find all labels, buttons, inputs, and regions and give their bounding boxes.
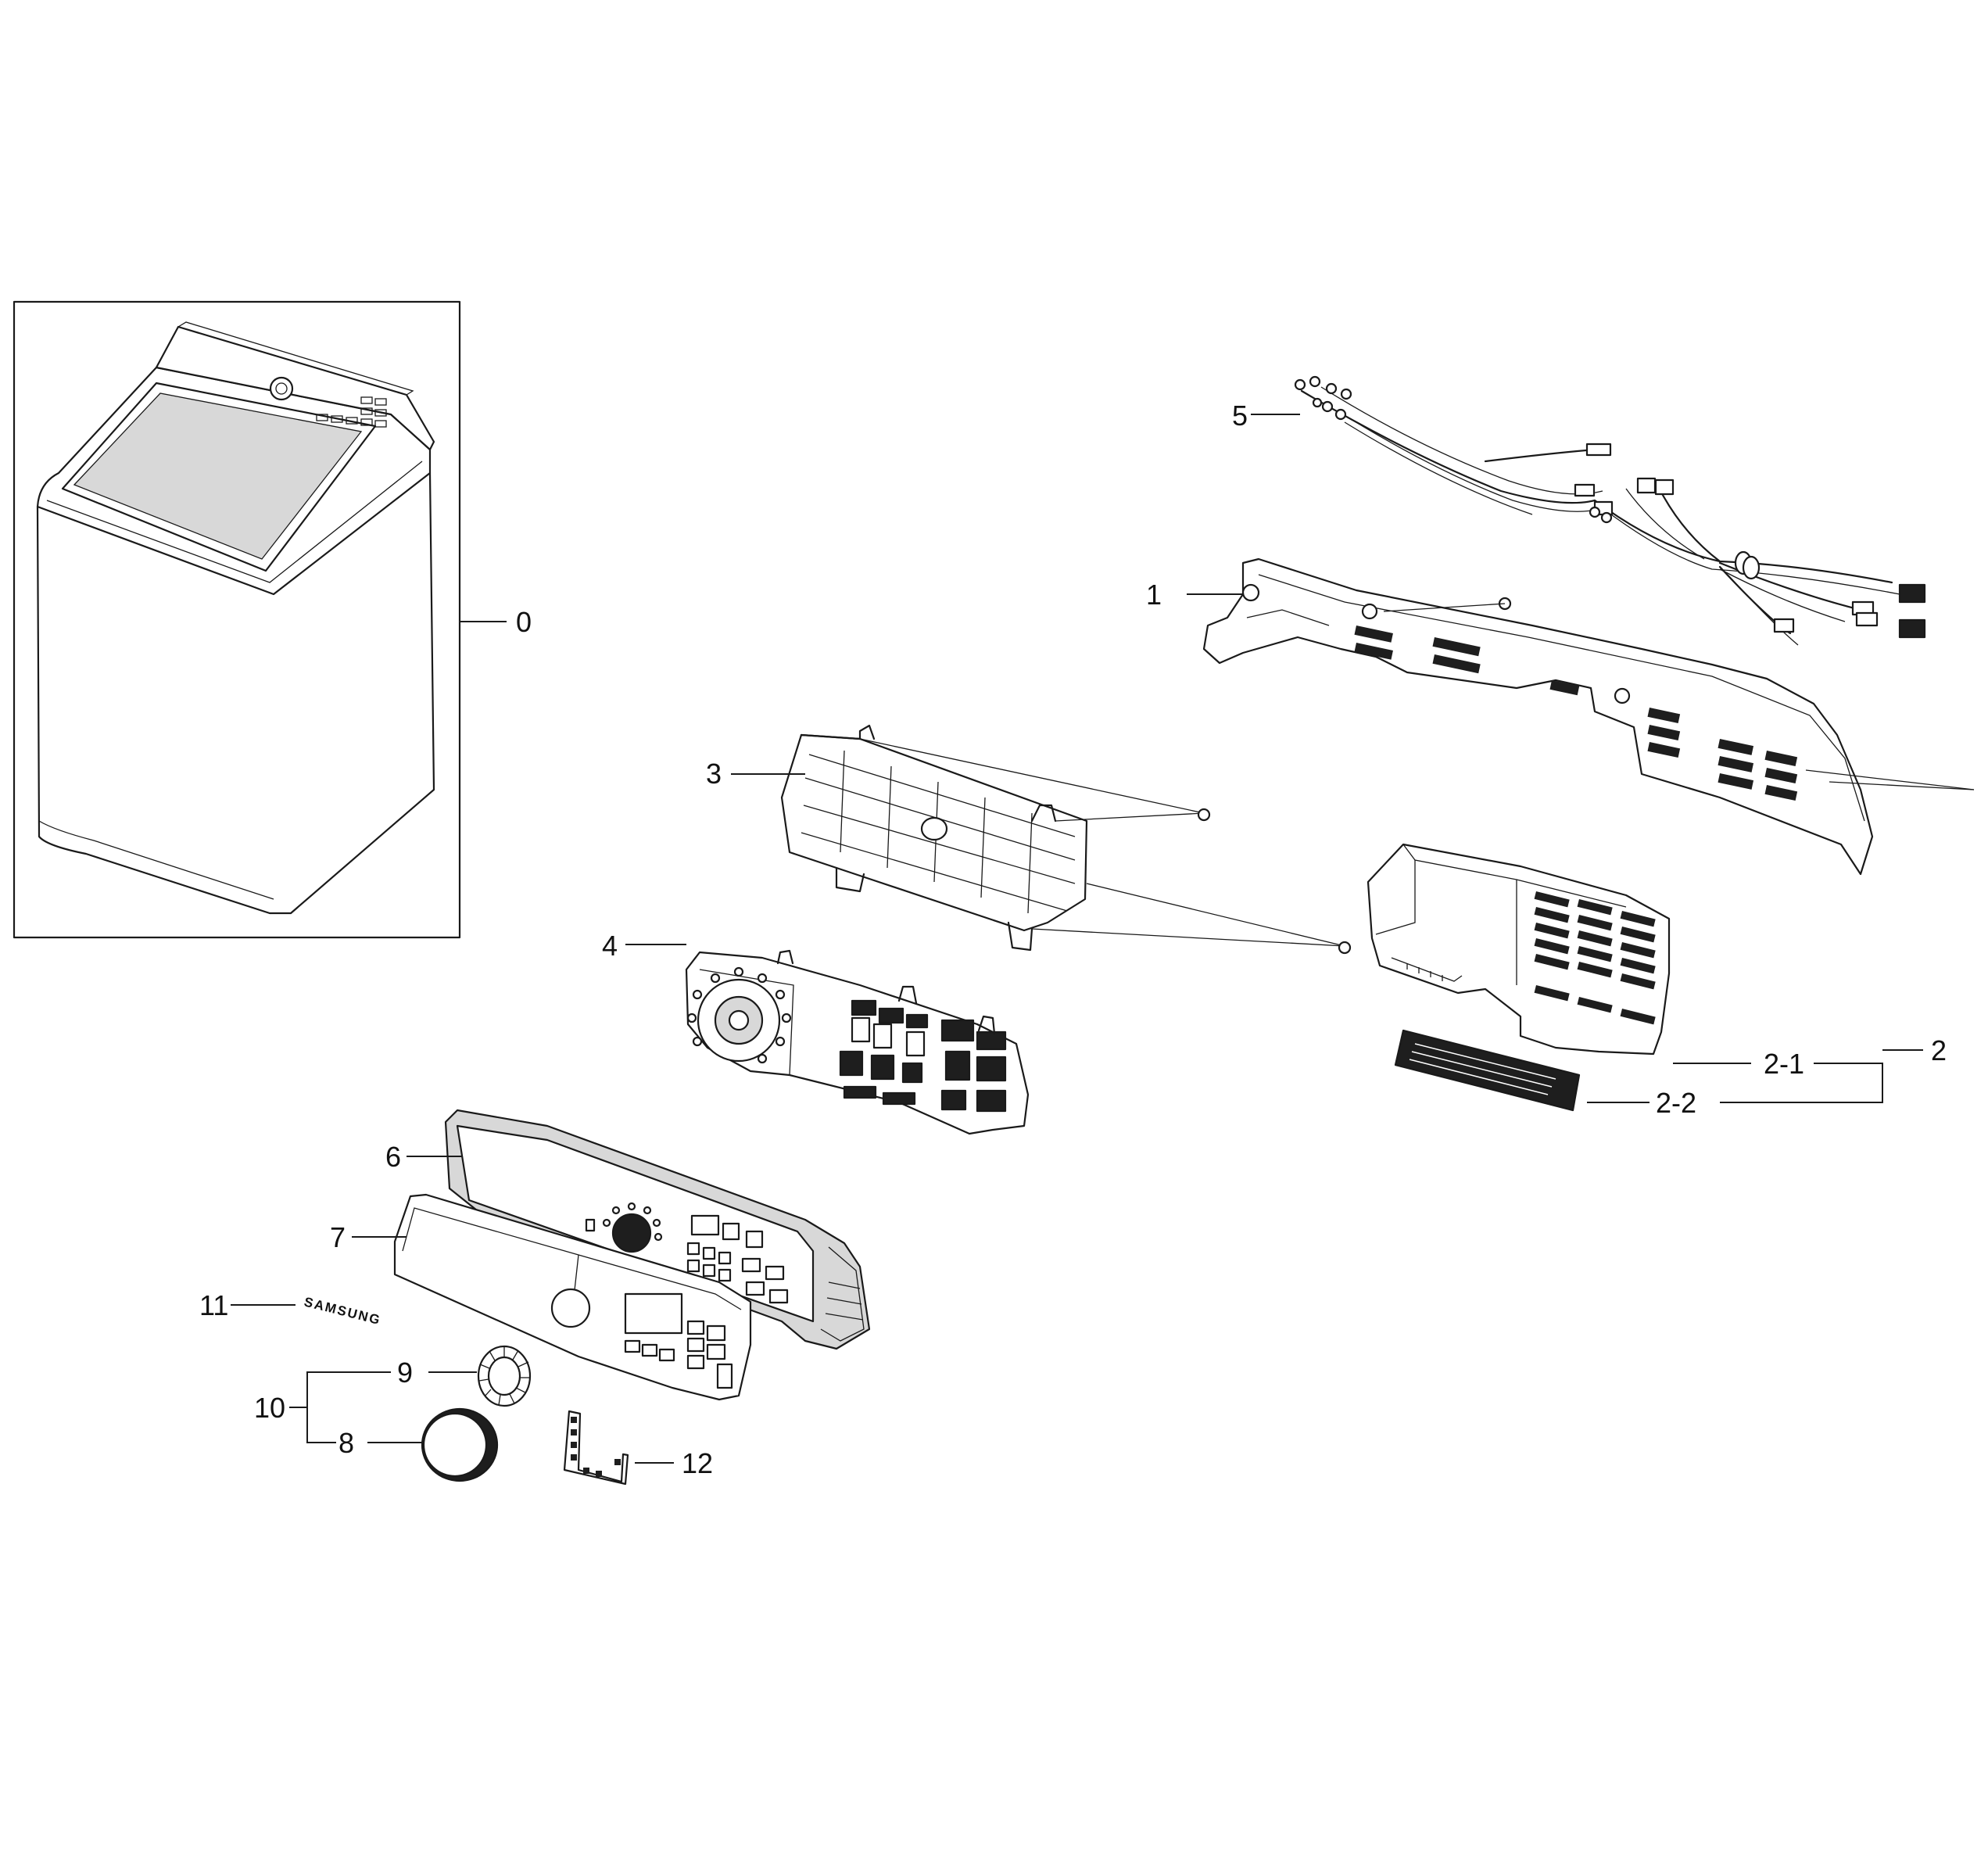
cover-screw-lower	[1338, 941, 1352, 955]
harness-ring-terminals	[1294, 375, 1613, 524]
part-2-1-housing: 2-1	[1367, 843, 1804, 1080]
part-1-rear-frame: 1	[1146, 557, 1975, 876]
washer-dial	[269, 376, 294, 401]
cover-screw-upper	[1197, 808, 1211, 822]
housing-vent-slots	[1534, 891, 1656, 1025]
callout-7: 7	[330, 1221, 346, 1253]
part-8-knob: 8	[338, 1407, 499, 1482]
callout-6: 6	[385, 1141, 401, 1173]
part-11-badge: SAMSUNG 11	[199, 1289, 383, 1328]
callout-2: 2	[1931, 1034, 1947, 1066]
samsung-badge: SAMSUNG	[303, 1294, 383, 1328]
callout-2-1: 2-1	[1764, 1048, 1804, 1080]
callout-12: 12	[682, 1447, 713, 1479]
callout-1: 1	[1146, 579, 1162, 611]
part-3-pcb-cover: 3	[706, 724, 1352, 955]
pcb-components	[839, 999, 1007, 1113]
frame-dial-leds	[602, 1202, 663, 1242]
callout-5: 5	[1232, 400, 1248, 432]
part-4-main-pcb: 4	[602, 930, 1030, 1135]
pcb-dial-leds	[686, 966, 792, 1064]
callout-8: 8	[338, 1427, 354, 1459]
part-0-washer: 0	[13, 300, 532, 939]
bracket-2: 2	[1720, 1034, 1947, 1103]
harness-connectors	[1574, 443, 1926, 639]
part-5-wire-harness: 5	[1232, 375, 1926, 646]
callout-3: 3	[706, 758, 722, 790]
bracket-10: 10	[254, 1371, 391, 1443]
frame-vent-slots	[1354, 625, 1798, 801]
part-7-control-overlay: 7	[330, 1193, 752, 1401]
overlay-buttons	[624, 1292, 733, 1389]
overlay-dial-opening	[550, 1288, 591, 1328]
part-2-2-label: 2-2	[1394, 1029, 1696, 1119]
callout-10: 10	[254, 1392, 285, 1424]
callout-4: 4	[602, 930, 618, 962]
callout-9: 9	[397, 1357, 413, 1389]
washer-cabinet	[36, 471, 435, 915]
callout-11: 11	[199, 1289, 228, 1321]
part-9-knob-ring: 9	[397, 1345, 532, 1407]
callout-0: 0	[516, 606, 532, 638]
part-12-light-guide: 12	[563, 1410, 713, 1486]
callout-2-2: 2-2	[1656, 1087, 1696, 1119]
frame-dial-hole	[611, 1213, 652, 1253]
